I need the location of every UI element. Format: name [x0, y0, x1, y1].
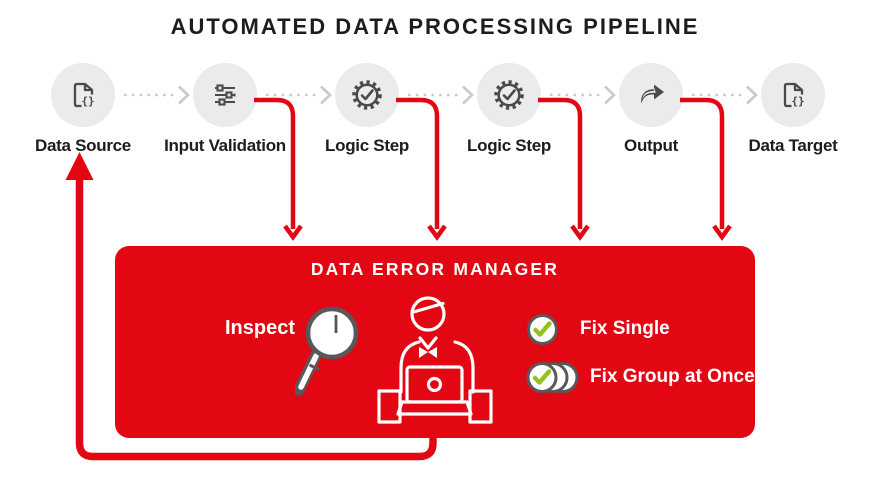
step-label: Data Target: [748, 136, 838, 155]
stacked-check-circles-icon: [526, 362, 579, 393]
fix-single-label: Fix Single: [580, 318, 670, 339]
step-logic-2: Logic Step: [438, 63, 580, 156]
error-manager-title: DATA ERROR MANAGER: [310, 259, 560, 279]
step-data-source: {} Data Source: [12, 63, 154, 156]
inspect-label: Inspect: [224, 317, 295, 339]
json-document-icon: {}: [783, 82, 805, 108]
data-error-manager-panel: DATA ERROR MANAGER Inspect: [115, 246, 755, 438]
fix-group-label: Fix Group at Once: [590, 366, 755, 387]
step-label: Data Source: [35, 136, 131, 155]
step-data-target: {} Data Target: [722, 63, 864, 156]
step-label: Input Validation: [164, 136, 286, 155]
logic-step-circle: [335, 63, 399, 127]
gear-check-icon: [352, 80, 382, 110]
gear-check-icon: [494, 80, 524, 110]
data-source-circle: {}: [51, 63, 115, 127]
page-title: AUTOMATED DATA PROCESSING PIPELINE: [170, 14, 700, 39]
step-label: Logic Step: [325, 136, 409, 155]
step-label: Logic Step: [467, 136, 551, 155]
step-input-validation: Input Validation: [154, 63, 296, 156]
step-output: Output: [580, 63, 722, 156]
logic-step-circle: [477, 63, 541, 127]
step-label: Output: [624, 136, 678, 155]
share-arrow-icon: [641, 84, 664, 104]
svg-text:{}: {}: [81, 95, 94, 108]
data-target-circle: {}: [761, 63, 825, 127]
input-validation-circle: [193, 63, 257, 127]
check-circle-icon: [527, 314, 558, 345]
step-logic-1: Logic Step: [296, 63, 438, 156]
output-circle: [619, 63, 683, 127]
json-document-icon: {}: [73, 82, 95, 108]
person-at-laptop-icon: [377, 296, 493, 424]
magnifier-icon: [295, 306, 359, 396]
sliders-icon: [215, 84, 236, 106]
svg-text:{}: {}: [791, 95, 804, 108]
